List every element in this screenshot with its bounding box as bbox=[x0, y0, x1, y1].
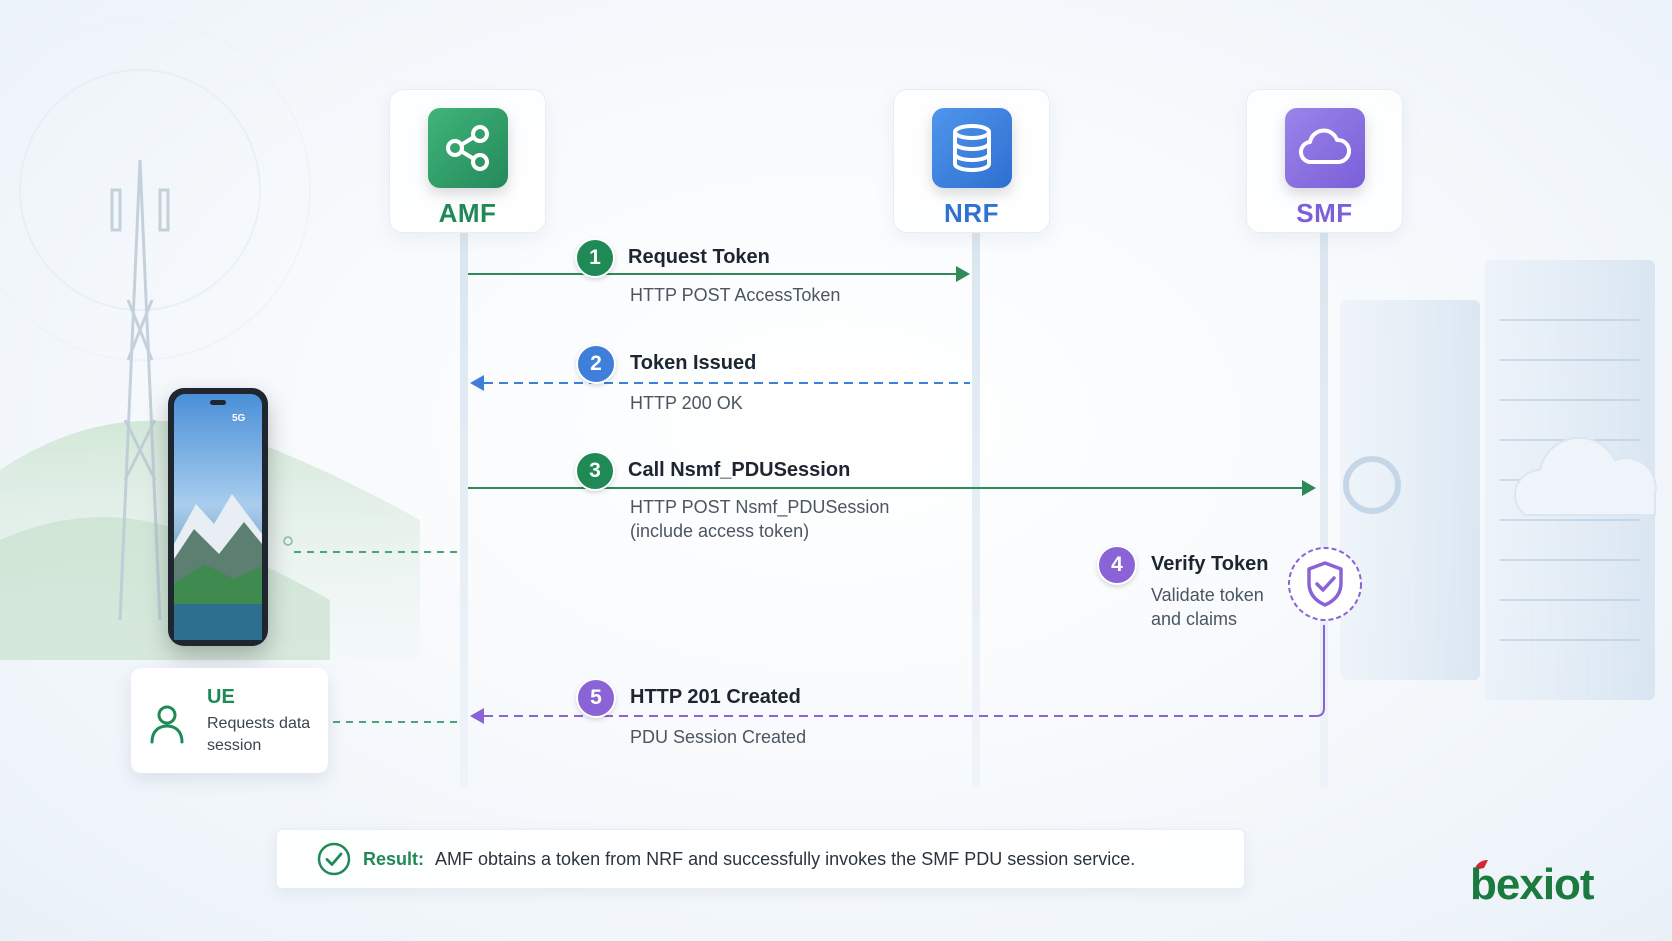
user-icon bbox=[150, 705, 184, 744]
result-bar: Result: AMF obtains a token from NRF and… bbox=[276, 829, 1245, 889]
ue-desc-line2: session bbox=[207, 737, 262, 754]
nrf-lifeline bbox=[972, 231, 980, 789]
share-nodes-icon bbox=[427, 108, 508, 188]
amf-label: AMF bbox=[438, 198, 497, 228]
smf-label: SMF bbox=[1296, 198, 1353, 228]
logo-text: bexiot bbox=[1470, 860, 1595, 909]
logo-accent-icon bbox=[1474, 860, 1488, 870]
step-4-badge: 4 bbox=[1097, 545, 1137, 585]
step-5-sub: PDU Session Created bbox=[630, 727, 807, 747]
nrf-node[interactable]: NRF bbox=[893, 89, 1050, 233]
smf-lifeline bbox=[1320, 231, 1328, 789]
step-4-sub-line2: and claims bbox=[1151, 609, 1238, 629]
step-2-badge: 2 bbox=[576, 344, 616, 384]
step-1-badge: 1 bbox=[575, 238, 615, 278]
result-label: Result: bbox=[363, 849, 425, 869]
step-3-badge: 3 bbox=[575, 451, 615, 491]
ue-card[interactable]: UE Requests data session bbox=[131, 668, 328, 773]
step-5-badge: 5 bbox=[576, 678, 616, 718]
phone-screen bbox=[174, 394, 262, 640]
ue-desc-line1: Requests data bbox=[207, 715, 311, 732]
cloud-icon bbox=[1284, 108, 1365, 188]
bexiot-logo: bexiot bbox=[1470, 858, 1620, 910]
step-2-title: Token Issued bbox=[630, 352, 757, 374]
smartphone: 5G bbox=[168, 388, 268, 646]
shield-check-icon bbox=[1288, 547, 1362, 621]
step-1-sub: HTTP POST AccessToken bbox=[630, 285, 841, 305]
database-icon bbox=[931, 108, 1012, 188]
amf-lifeline bbox=[460, 231, 468, 789]
step-3-title: Call Nsmf_PDUSession bbox=[628, 459, 851, 481]
step-3-sub-line2: (include access token) bbox=[630, 521, 810, 541]
step-2-sub: HTTP 200 OK bbox=[630, 393, 743, 413]
result-text: AMF obtains a token from NRF and success… bbox=[435, 849, 1136, 869]
step-1-title: Request Token bbox=[628, 246, 770, 268]
amf-node[interactable]: AMF bbox=[389, 89, 546, 233]
network-status: 5G bbox=[232, 413, 246, 424]
step-3-sub-line1: HTTP POST Nsmf_PDUSession bbox=[630, 497, 890, 517]
nrf-label: NRF bbox=[944, 198, 999, 228]
check-circle-icon bbox=[317, 842, 351, 876]
smf-node[interactable]: SMF bbox=[1246, 89, 1403, 233]
ue-title: UE bbox=[207, 686, 235, 708]
step-4-sub-line1: Validate token bbox=[1151, 585, 1264, 605]
step-5-title: HTTP 201 Created bbox=[630, 686, 801, 708]
step-4-title: Verify Token bbox=[1151, 553, 1269, 575]
